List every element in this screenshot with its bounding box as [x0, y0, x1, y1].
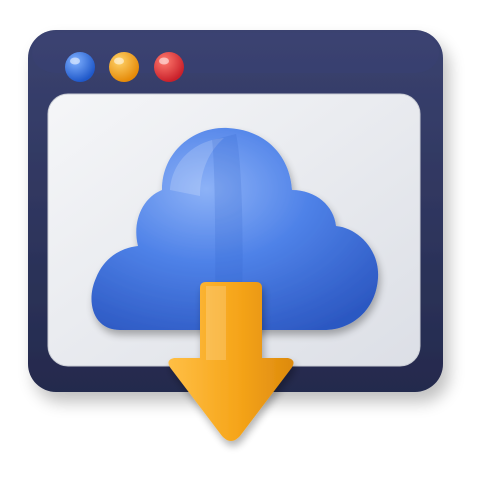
download-arrow-icon — [168, 282, 294, 441]
traffic-light-orange-icon — [109, 52, 139, 82]
traffic-light-red-icon — [154, 52, 184, 82]
cloud-icon — [91, 127, 379, 330]
traffic-lights — [65, 52, 184, 82]
traffic-light-blue-icon — [65, 52, 95, 82]
